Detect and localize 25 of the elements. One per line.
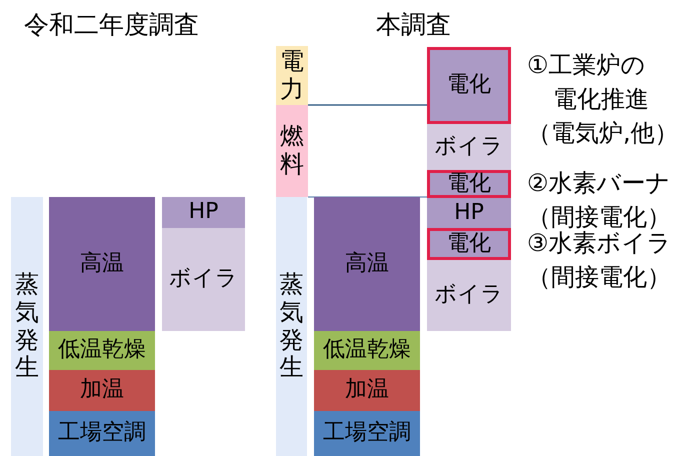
annotation-text: ③水素ボイラ（間接電化）	[527, 229, 672, 293]
section-title: 令和二年度調査	[24, 9, 199, 41]
highlighted-box: 電化	[427, 47, 511, 124]
category-bar: 電力	[276, 46, 308, 105]
highlighted-box: 電化	[427, 228, 511, 260]
segment-box: HP	[162, 197, 245, 228]
segment-box: ボイラ	[162, 228, 245, 331]
segment-box: 低温乾燥	[314, 331, 420, 370]
section-title: 本調査	[376, 9, 451, 41]
segment-box: 低温乾燥	[49, 331, 155, 370]
category-bar: 蒸気発生	[276, 197, 307, 456]
category-bar: 蒸気発生	[11, 197, 43, 456]
segment-box: 高温	[314, 197, 420, 331]
segment-box: 加温	[314, 370, 420, 411]
highlighted-box: 電化	[427, 170, 511, 198]
segment-box: ボイラ	[427, 260, 511, 331]
segment-box: 工場空調	[49, 411, 155, 456]
segment-box: 工場空調	[314, 411, 420, 456]
annotation-text: ②水素バーナ（間接電化）	[527, 168, 671, 231]
segment-box: HP	[427, 198, 511, 228]
annotation-text: ①工業炉の電化推進（電気炉,他）	[527, 50, 679, 149]
segment-box: ボイラ	[427, 124, 511, 170]
category-bar: 燃料	[276, 105, 308, 197]
segment-box: 加温	[49, 370, 155, 411]
segment-box: 高温	[49, 197, 155, 331]
